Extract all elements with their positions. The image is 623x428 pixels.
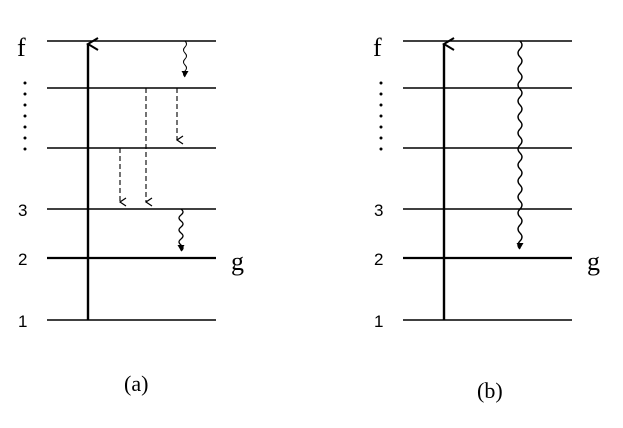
label-f: f [17, 33, 26, 62]
label-2: 2 [18, 250, 27, 269]
label-3: 3 [18, 201, 27, 220]
wavy-arrow-f-to-2 [516, 40, 524, 250]
label-g: g [231, 247, 244, 276]
panel-a: f 3 2 1 g (a) [17, 33, 244, 396]
label-1: 1 [18, 312, 27, 331]
label-f: f [373, 33, 382, 62]
wavy-arrow-3-to-2 [177, 208, 185, 252]
caption-a: (a) [124, 371, 148, 396]
label-3: 3 [374, 201, 383, 220]
wavy-arrow-f-to-upper [181, 40, 189, 78]
label-2: 2 [374, 250, 383, 269]
caption-b: (b) [477, 378, 503, 403]
label-1: 1 [374, 312, 383, 331]
ellipsis-dots [23, 81, 27, 151]
label-g: g [587, 247, 600, 276]
ellipsis-dots [379, 81, 383, 151]
panel-b: f 3 2 1 g (b) [373, 33, 600, 403]
